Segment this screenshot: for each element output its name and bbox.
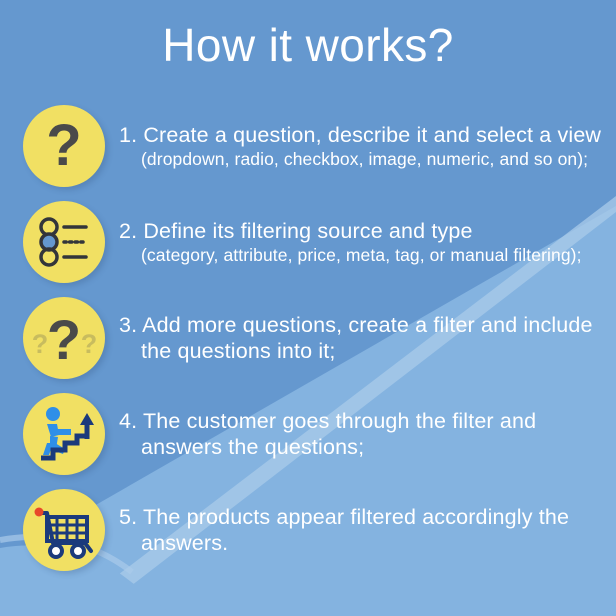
step-text-5: 5. The products appear filtered accordin… — [119, 504, 616, 556]
step-text-2: 2. Define its filtering source and type … — [119, 218, 616, 266]
step-main-line-1: 1. Create a question, describe it and se… — [119, 122, 602, 147]
step-row-3: ? ? ? 3. Add more questions, create a fi… — [0, 290, 616, 386]
shopping-cart-icon — [34, 507, 93, 559]
svg-text:?: ? — [46, 113, 81, 178]
step-sub-line-1: (dropdown, radio, checkbox, image, numer… — [141, 149, 589, 170]
step-icon-badge-3: ? ? ? — [23, 297, 105, 379]
step-row-1: ? 1. Create a question, describe it and … — [0, 98, 616, 194]
step-icon-badge-4 — [23, 393, 105, 475]
step-text-3: 3. Add more questions, create a filter a… — [119, 312, 616, 364]
svg-text:?: ? — [81, 329, 98, 359]
step-icon-badge-2 — [23, 201, 105, 283]
radio-list-icon — [39, 217, 88, 267]
svg-text:?: ? — [32, 329, 49, 359]
step-main-line-5: 5. The products appear filtered accordin… — [119, 504, 570, 529]
question-mark-icon: ? — [46, 113, 81, 178]
step-sub-line-5: answers. — [141, 531, 229, 555]
steps-list: ? 1. Create a question, describe it and … — [0, 98, 616, 578]
step-main-line-2: 2. Define its filtering source and type — [119, 218, 473, 243]
step-sub-line-4: answers the questions; — [141, 435, 365, 459]
step-icon-badge-5 — [23, 489, 105, 571]
step-sub-line-2: (category, attribute, price, meta, tag, … — [141, 245, 582, 266]
page-title: How it works? — [162, 19, 454, 71]
step-sub-line-3: the questions into it; — [141, 339, 336, 363]
step-row-2: 2. Define its filtering source and type … — [0, 194, 616, 290]
step-text-1: 1. Create a question, describe it and se… — [119, 122, 616, 170]
step-main-line-3: 3. Add more questions, create a filter a… — [119, 312, 593, 337]
step-row-4: 4. The customer goes through the filter … — [0, 386, 616, 482]
step-row-5: 5. The products appear filtered accordin… — [0, 482, 616, 578]
person-climbing-stairs-icon — [41, 407, 94, 461]
step-main-line-4: 4. The customer goes through the filter … — [119, 408, 537, 433]
svg-text:?: ? — [47, 308, 81, 371]
multiple-questions-icon: ? ? ? — [32, 308, 98, 371]
step-icon-badge-1: ? — [23, 105, 105, 187]
step-text-4: 4. The customer goes through the filter … — [119, 408, 616, 460]
